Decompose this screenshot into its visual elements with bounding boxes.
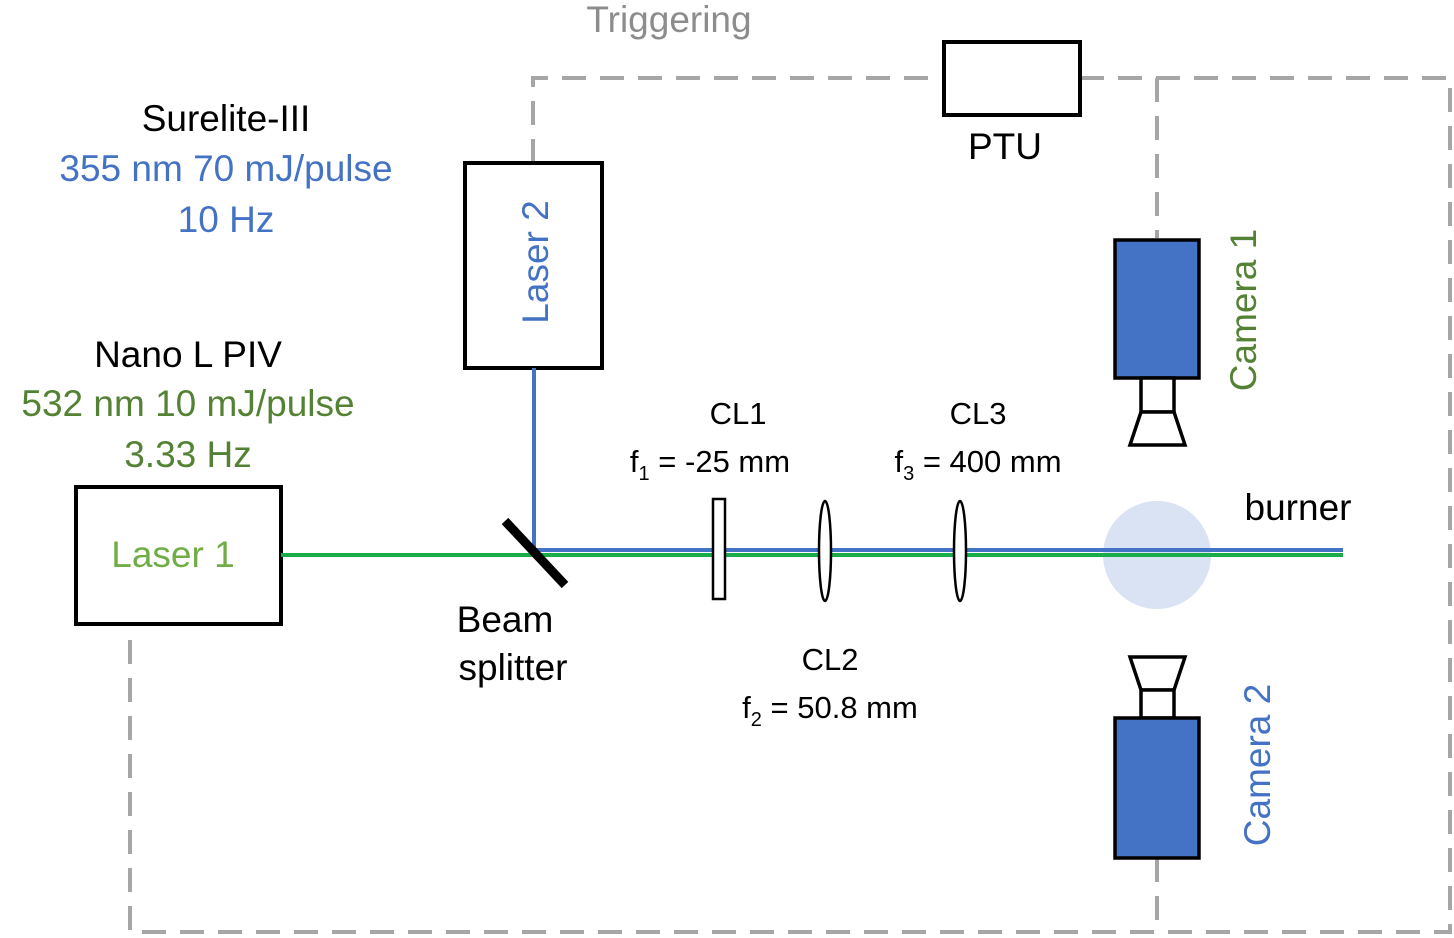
camera1-body — [1113, 238, 1201, 380]
beam-splitter-line1: Beam — [457, 599, 554, 640]
laser1-spec: 532 nm 10 mJ/pulse — [21, 383, 354, 424]
beam-splitter-line2: splitter — [459, 647, 568, 688]
laser1-rate: 3.33 Hz — [124, 434, 252, 475]
ptu-label: PTU — [968, 126, 1042, 167]
camera1-label: Camera 1 — [1223, 229, 1264, 391]
camera2-body — [1113, 716, 1201, 860]
burner-label: burner — [1245, 487, 1352, 528]
trigger-line-upper — [531, 76, 944, 163]
triggering-label: Triggering — [586, 0, 751, 40]
cl3-focal: f3 = 400 mm — [894, 444, 1061, 485]
laser2-name: Surelite-III — [142, 98, 311, 139]
laser2-label: Laser 2 — [515, 200, 556, 323]
laser2-spec: 355 nm 70 mJ/pulse — [59, 148, 392, 189]
trigger-line-ptu-right — [128, 76, 1452, 934]
cl1-lens — [711, 497, 727, 601]
laser1-box — [74, 485, 283, 626]
laser2-box — [463, 161, 604, 370]
camera1-lens — [1127, 410, 1188, 447]
camera2-lens-mount — [1139, 688, 1176, 720]
beam-splitter-mirror — [501, 517, 569, 589]
cl2-focal: f2 = 50.8 mm — [742, 690, 918, 731]
laser2-rate: 10 Hz — [178, 199, 275, 240]
cl1-name: CL1 — [710, 396, 767, 431]
cl2-lens — [817, 499, 833, 603]
cl2-name: CL2 — [802, 642, 859, 677]
laser1-label: Laser 1 — [111, 534, 234, 575]
camera1-lens-mount — [1139, 376, 1176, 414]
cl1-focal: f1 = -25 mm — [630, 444, 790, 485]
camera2 — [1113, 655, 1201, 860]
camera2-lens — [1127, 655, 1188, 692]
triggering-lines — [128, 76, 1452, 934]
cl3-lens — [952, 499, 968, 603]
laser1-name: Nano L PIV — [94, 334, 282, 375]
ptu-box — [942, 40, 1082, 117]
camera2-label: Camera 2 — [1237, 684, 1278, 846]
cl3-name: CL3 — [950, 396, 1007, 431]
camera1 — [1113, 238, 1201, 447]
